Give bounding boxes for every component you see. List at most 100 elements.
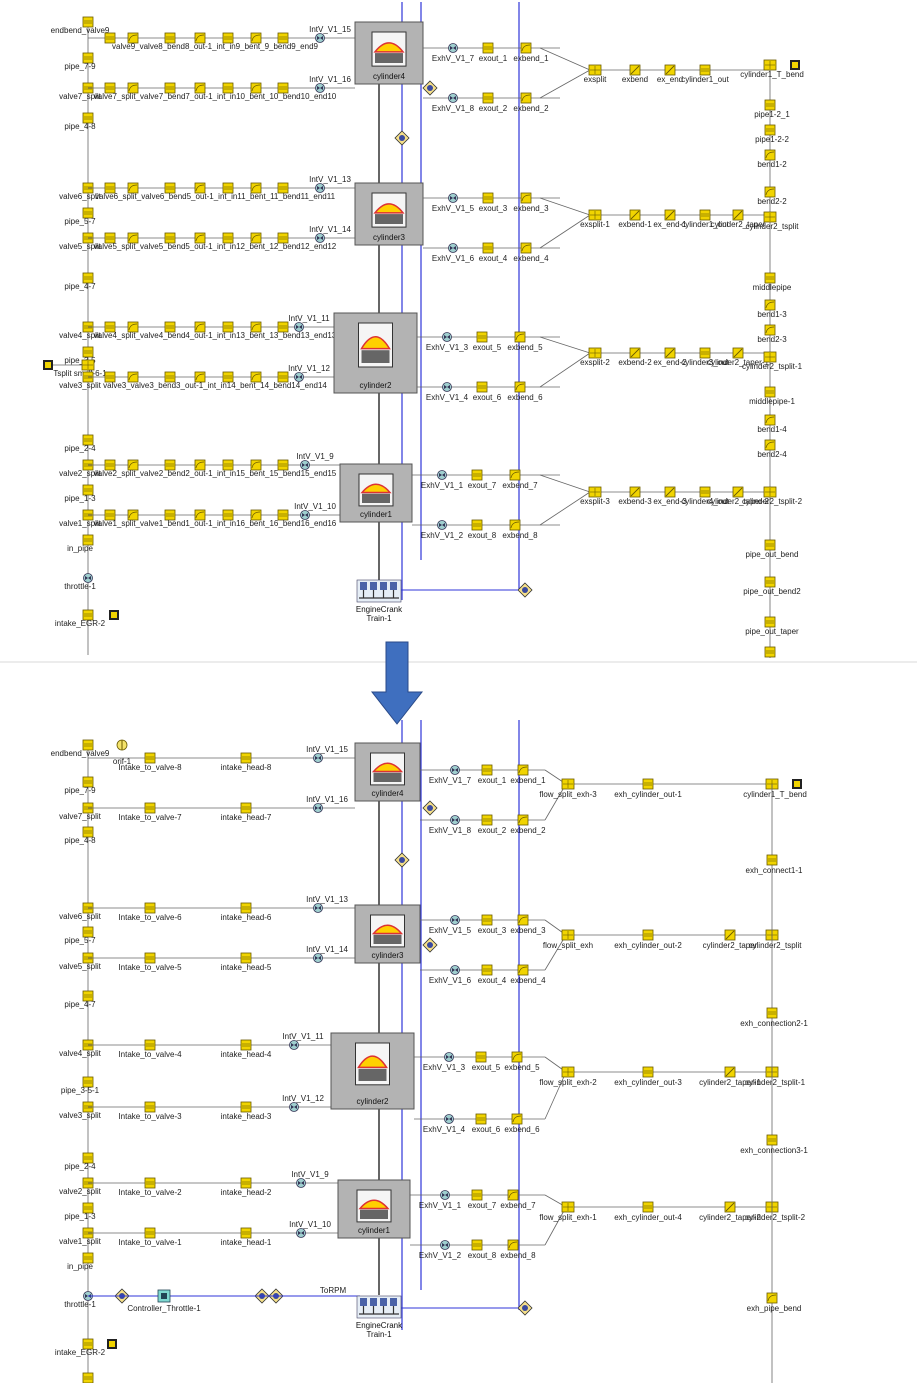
exsplit-icon[interactable] — [589, 487, 601, 497]
exbend-icon[interactable] — [521, 243, 531, 253]
cylinder-cylinder4[interactable]: cylinder4 — [355, 743, 420, 801]
exout-icon[interactable] — [476, 1052, 486, 1062]
exhaust-valve-icon[interactable] — [449, 94, 458, 103]
exhaust-valve-icon[interactable] — [443, 333, 452, 342]
exbend-icon[interactable] — [518, 815, 528, 825]
pipe-icon[interactable] — [765, 577, 775, 587]
exhaust-chain-icon[interactable] — [630, 487, 640, 497]
tsplit-icon[interactable] — [764, 352, 776, 362]
exbend-icon[interactable] — [521, 193, 531, 203]
exhaust-chain-icon[interactable] — [665, 348, 675, 358]
intake-to-valve-icon[interactable] — [145, 1102, 155, 1112]
pipe-icon[interactable] — [765, 387, 775, 397]
intake-head-icon[interactable] — [241, 803, 251, 813]
exhaust-chain-icon[interactable] — [700, 65, 710, 75]
intake-to-valve-icon[interactable] — [145, 753, 155, 763]
sensor-diamond-icon[interactable] — [423, 81, 437, 95]
intake-valve-icon[interactable] — [314, 804, 323, 813]
exhaust-chain-icon[interactable] — [733, 348, 743, 358]
exhaust-valve-icon[interactable] — [445, 1115, 454, 1124]
cylinder-cylinder3[interactable]: cylinder3 — [355, 183, 423, 245]
cylinder-cylinder4[interactable]: cylinder4 — [355, 22, 423, 84]
exhaust-valve-icon[interactable] — [449, 194, 458, 203]
end-environment-icon[interactable] — [107, 1339, 117, 1349]
exout-icon[interactable] — [472, 520, 482, 530]
exh-cylinder-out-icon[interactable] — [643, 1202, 653, 1212]
end-environment-icon[interactable] — [790, 60, 800, 70]
sensor-diamond-icon[interactable] — [395, 853, 409, 867]
intake-valve-icon[interactable] — [290, 1103, 299, 1112]
intake-to-valve-icon[interactable] — [145, 1228, 155, 1238]
cylinder-cylinder2[interactable]: cylinder2 — [331, 1033, 414, 1109]
exh-cylinder-out-icon[interactable] — [643, 1067, 653, 1077]
sensor-diamond-icon[interactable] — [518, 1301, 532, 1315]
exout-icon[interactable] — [472, 470, 482, 480]
bend-icon[interactable] — [765, 415, 775, 425]
sensor-diamond-icon[interactable] — [518, 583, 532, 597]
end-environment-icon[interactable] — [792, 779, 802, 789]
sensor-diamond-icon[interactable] — [395, 131, 409, 145]
exout-icon[interactable] — [482, 965, 492, 975]
intake-to-valve-icon[interactable] — [145, 903, 155, 913]
intake-valve-icon[interactable] — [290, 1041, 299, 1050]
intake-to-valve-icon[interactable] — [145, 1040, 155, 1050]
bend-icon[interactable] — [765, 325, 775, 335]
bend-icon[interactable] — [765, 300, 775, 310]
exhaust-chain-icon[interactable] — [700, 487, 710, 497]
cylinder-cylinder3[interactable]: cylinder3 — [355, 905, 420, 963]
pipe-icon[interactable] — [765, 125, 775, 135]
exsplit-icon[interactable] — [589, 348, 601, 358]
exout-icon[interactable] — [482, 765, 492, 775]
exhaust-valve-icon[interactable] — [451, 766, 460, 775]
intake-to-valve-icon[interactable] — [145, 953, 155, 963]
exsplit-icon[interactable] — [589, 65, 601, 75]
flow-split-icon[interactable] — [562, 779, 574, 789]
exh-spine-icon[interactable] — [767, 1135, 777, 1145]
sensor-diamond-icon[interactable] — [423, 938, 437, 952]
taper-icon[interactable] — [725, 930, 735, 940]
exhaust-valve-icon[interactable] — [449, 244, 458, 253]
exout-icon[interactable] — [476, 1114, 486, 1124]
exh-spine-icon[interactable] — [767, 1293, 777, 1303]
end-environment-icon[interactable] — [109, 610, 119, 620]
exbend-icon[interactable] — [518, 965, 528, 975]
tsplit-icon[interactable] — [764, 60, 776, 70]
exhaust-chain-icon[interactable] — [700, 348, 710, 358]
small-env-icon[interactable] — [43, 360, 53, 370]
exbend-icon[interactable] — [510, 520, 520, 530]
intake-head-icon[interactable] — [241, 1228, 251, 1238]
exhaust-chain-icon[interactable] — [700, 210, 710, 220]
exbend-icon[interactable] — [521, 93, 531, 103]
exhaust-chain-icon[interactable] — [733, 487, 743, 497]
flow-split-icon[interactable] — [562, 1202, 574, 1212]
exout-icon[interactable] — [483, 243, 493, 253]
exh-spine-icon[interactable] — [767, 1008, 777, 1018]
exhaust-valve-icon[interactable] — [451, 916, 460, 925]
exhaust-valve-icon[interactable] — [449, 44, 458, 53]
intake-valve-icon[interactable] — [297, 1229, 306, 1238]
exbend-icon[interactable] — [518, 765, 528, 775]
bend-icon[interactable] — [765, 187, 775, 197]
exout-icon[interactable] — [483, 43, 493, 53]
exhaust-chain-icon[interactable] — [665, 487, 675, 497]
intake-head-icon[interactable] — [241, 753, 251, 763]
exout-icon[interactable] — [482, 915, 492, 925]
pipe-icon[interactable] — [765, 617, 775, 627]
pipe-icon[interactable] — [765, 540, 775, 550]
flow-split-icon[interactable] — [562, 930, 574, 940]
exout-icon[interactable] — [483, 193, 493, 203]
intake-valve-icon[interactable] — [314, 904, 323, 913]
intake-valve-icon[interactable] — [314, 954, 323, 963]
pipe-icon[interactable] — [765, 647, 775, 657]
exbend-icon[interactable] — [512, 1052, 522, 1062]
bend-icon[interactable] — [765, 150, 775, 160]
exh-cylinder-out-icon[interactable] — [643, 779, 653, 789]
exhaust-chain-icon[interactable] — [665, 65, 675, 75]
intake-valve-icon[interactable] — [314, 754, 323, 763]
exout-icon[interactable] — [472, 1240, 482, 1250]
intake-valve-icon[interactable] — [297, 1179, 306, 1188]
exhaust-valve-icon[interactable] — [438, 471, 447, 480]
exhaust-valve-icon[interactable] — [445, 1053, 454, 1062]
exout-icon[interactable] — [482, 815, 492, 825]
